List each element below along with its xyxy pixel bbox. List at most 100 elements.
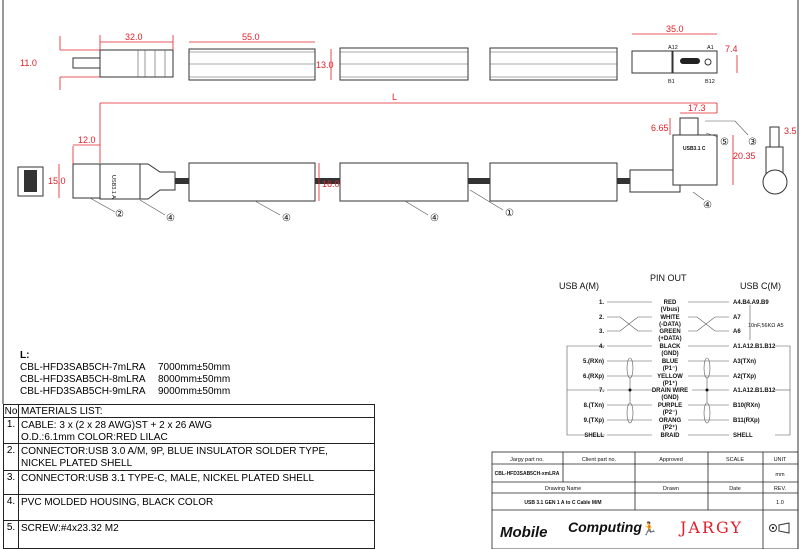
usb-a-plug-side: USB3.1 A	[72, 163, 176, 200]
company-logos: Mobile Computing 🏃 JARGY	[500, 518, 790, 541]
client-part-label: Client part no.	[582, 457, 617, 463]
projection-symbol-icon	[769, 522, 790, 534]
logo-mobile: Mobile	[500, 524, 548, 541]
callout-4: ④	[282, 213, 291, 224]
callout-4: ④	[430, 213, 439, 224]
usb-c-pin: A6	[733, 329, 741, 335]
usb-c-marking: USB3.1 C	[683, 146, 706, 152]
dim-label: 6.65	[651, 123, 669, 133]
usb-c-pin: A2(TXp)	[733, 374, 756, 380]
drawing-name-value: USB 3.1 GEN 1 A to C Cable M/M	[524, 500, 601, 506]
wire-color: WHITE	[660, 315, 679, 321]
pinout-row: 1.RED(Vbus)A4.B4.A9.B9	[599, 300, 769, 313]
jargy-part-label: Jargy part no.	[510, 457, 544, 463]
unit-label: UNIT	[774, 457, 787, 463]
usb-a-pin: 4.	[599, 344, 604, 350]
title-block-text: Jargy part no. Client part no. Approved …	[495, 457, 787, 506]
dim-label: 3.5	[784, 126, 797, 136]
lengths-title: L:	[20, 350, 30, 361]
dim-label: 13.0	[316, 60, 334, 70]
dim-label: 20.35	[733, 151, 756, 161]
length-value: 9000mm±50mm	[158, 386, 231, 397]
crossed-wire	[607, 316, 652, 332]
dimension-32: 32.0	[99, 32, 174, 50]
title-block	[491, 451, 799, 549]
wire-color: BLACK	[660, 344, 682, 350]
pinout-row: 8.(TXn)PURPLE(P2⁻)B10(RXn)	[584, 403, 760, 416]
ferrite-top	[188, 47, 618, 81]
logo-jargy: JARGY	[678, 518, 743, 537]
material-desc: CONNECTOR:USB 3.0 A/M, 9P, BLUE INSULATO…	[21, 446, 328, 457]
date-label: Date	[729, 486, 741, 492]
part-number: CBL-HFD3SAB5CH-9mLRA	[20, 386, 146, 397]
dim-label: 12.0	[78, 135, 96, 145]
pin-label: A12	[668, 45, 678, 51]
pinout-diagram: PIN OUT USB A(M) USB C(M) 10nF,56KΩ A5 1…	[559, 273, 791, 439]
material-no: 3.	[4, 471, 19, 494]
usb-c-pin: A1.A12.B1.B12	[733, 388, 776, 394]
rev-label: REV.	[774, 486, 787, 492]
ferrites-side	[188, 162, 618, 202]
material-no: 2.	[4, 444, 19, 470]
pin-label: B12	[705, 79, 715, 85]
length-value: 7000mm±50mm	[158, 362, 231, 373]
usb-a-pin: SHELL	[584, 433, 604, 439]
length-row: CBL-HFD3SAB5CH-9mLRA 9000mm±50mm	[20, 386, 230, 398]
drawn-label: Drawn	[663, 486, 679, 492]
usb-a-front-icon	[17, 166, 44, 197]
unit-value: mm	[775, 472, 785, 478]
wire-signal: (P2⁺)	[663, 424, 678, 431]
runner-icon: 🏃	[641, 521, 657, 536]
material-row: 2. CONNECTOR:USB 3.0 A/M, 9P, BLUE INSUL…	[3, 444, 375, 471]
usb-a-pin: 8.(TXn)	[584, 403, 604, 409]
wire-signal: (P1⁻)	[663, 366, 678, 372]
crossed-wire	[688, 316, 729, 332]
dim-label: 55.0	[242, 32, 260, 42]
length-row: CBL-HFD3SAB5CH-7mLRA 7000mm±50mm	[20, 362, 230, 374]
resistor-note: 10nF,56KΩ A5	[748, 323, 784, 329]
pin-label: B1	[668, 79, 675, 85]
material-row: 1. CABLE: 3 x (2 x 28 AWG)ST + 2 x 26 AW…	[3, 418, 375, 444]
wire-color: RED	[664, 300, 677, 306]
wire-color: BRAID	[661, 433, 681, 439]
usb-a-marking: USB3.1 A	[110, 175, 116, 199]
material-no: 4.	[4, 495, 19, 520]
callout-5: ⑤	[720, 137, 729, 148]
material-no: 1.	[4, 418, 19, 443]
dim-label: 35.0	[666, 24, 684, 34]
material-row: 3. CONNECTOR:USB 3.1 TYPE-C, MALE, NICKE…	[3, 471, 375, 495]
material-row: 4. PVC MOLDED HOUSING, BLACK COLOR	[3, 495, 375, 521]
usb-c-header: USB C(M)	[740, 281, 781, 291]
usb-a-pin: 9.(TXp)	[584, 418, 604, 424]
callout-3: ③	[748, 137, 757, 148]
pinout-row: 7.DRAIN WIRE(GND)A1.A12.B1.B12	[599, 388, 776, 401]
pinout-row: 4.BLACK(GND)A1.A12.B1.B12	[599, 344, 776, 357]
usb-c-pin: A7	[733, 315, 741, 321]
pinout-row: SHELL BRAID SHELL	[584, 433, 753, 439]
part-number: CBL-HFD3SAB5CH-7mLRA	[20, 362, 146, 373]
callout-1: ①	[505, 208, 514, 219]
material-no: 5.	[4, 521, 19, 548]
usb-a-pin: 7.	[599, 388, 604, 394]
wire-signal: (GND)	[661, 351, 678, 357]
wire-color: ORANG	[659, 418, 682, 424]
usb-c-pin: A4.B4.A9.B9	[733, 300, 769, 306]
usb-c-top-view: A12 A1 B1 B12 35.0 7.4	[631, 24, 738, 85]
dimensions-bottom: 12.0 15.0 16.0	[48, 135, 340, 201]
callout-4: ④	[703, 200, 712, 211]
wire-signal: (P2⁻)	[663, 410, 678, 416]
dimension-L: L	[99, 92, 718, 163]
usb-a-pin: 1.	[599, 300, 604, 306]
logo-computing: Computing	[568, 519, 642, 535]
approved-label: Approved	[659, 457, 683, 463]
usb-c-pin: SHELL	[733, 433, 753, 439]
material-desc: CABLE: 3 x (2 x 28 AWG)ST + 2 x 26 AWG	[21, 420, 213, 431]
callout-4: ④	[166, 213, 175, 224]
part-number: CBL-HFD3SAB5CH-8mLRA	[20, 374, 146, 385]
wire-signal: (P1⁺)	[663, 380, 678, 387]
materials-header: No MATERIALS LIST:	[3, 404, 375, 418]
dim-label: 32.0	[125, 32, 143, 42]
wire-signal: (+DATA)	[658, 336, 681, 342]
pinout-row: 9.(TXp)ORANG(P2⁺)B11(RXp)	[584, 418, 760, 431]
